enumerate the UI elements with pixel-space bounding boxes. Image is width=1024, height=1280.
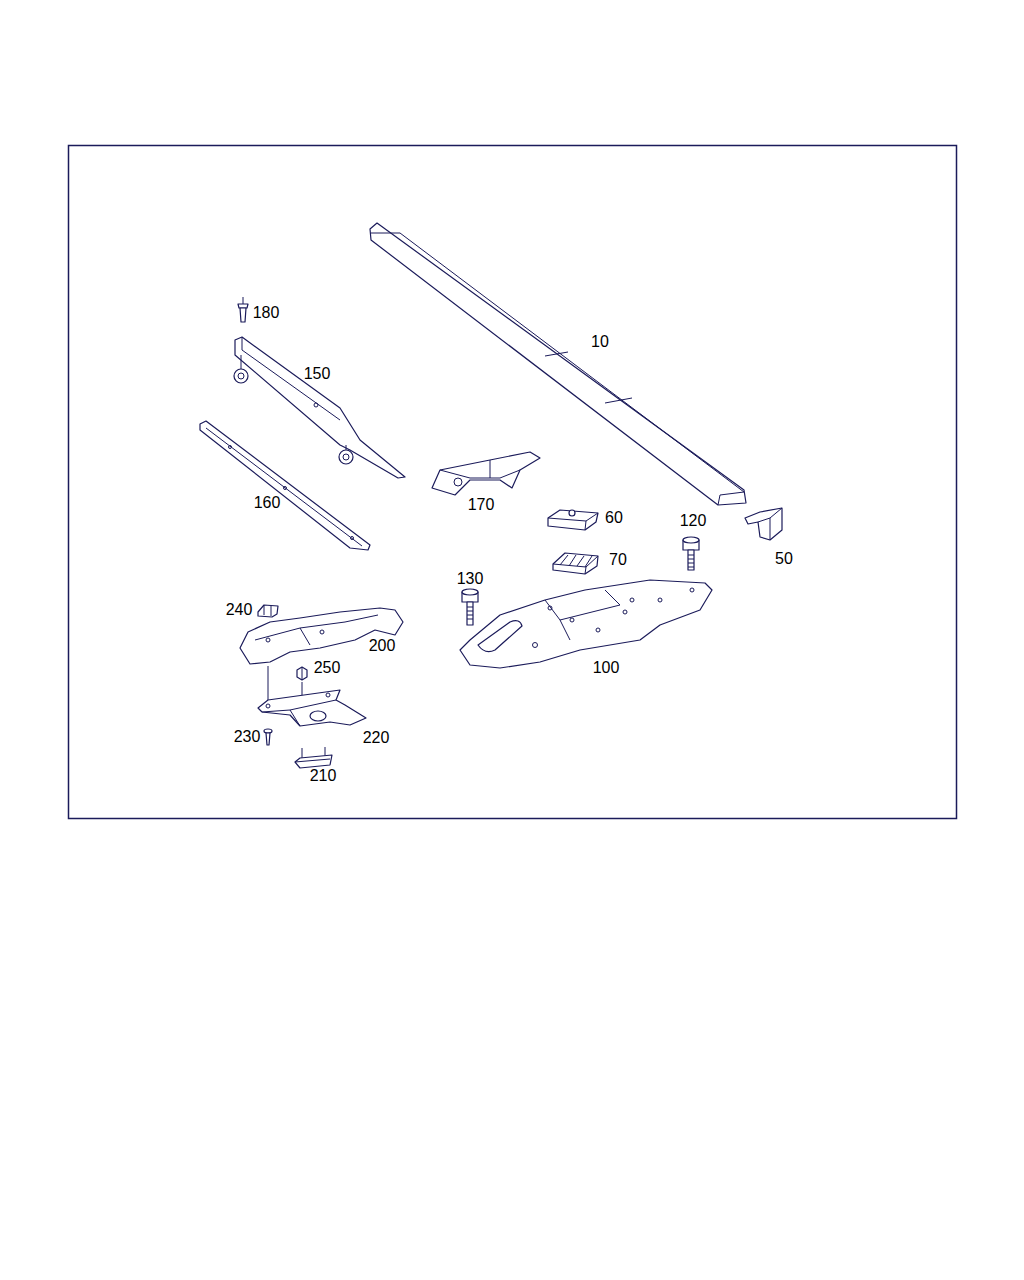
pad-lower [553, 553, 598, 574]
callout-number: 210 [309, 767, 338, 785]
bolt [683, 537, 699, 570]
callout-number: 120 [679, 512, 708, 530]
callout-number: 160 [253, 494, 282, 512]
long-bar [370, 223, 746, 505]
callout-number: 200 [368, 637, 397, 655]
clip [258, 605, 278, 617]
support-bracket [258, 690, 366, 726]
end-clip [745, 508, 782, 540]
callout-number: 220 [362, 729, 391, 747]
base-plate [460, 580, 712, 668]
upper-bracket [234, 337, 405, 478]
nut [297, 667, 307, 680]
callout-number: 70 [608, 551, 628, 569]
callout-number: 240 [225, 601, 254, 619]
callout-number: 250 [313, 659, 342, 677]
callout-number: 170 [467, 496, 496, 514]
callout-number: 230 [233, 728, 262, 746]
callout-number: 130 [456, 570, 485, 588]
callout-number: 50 [774, 550, 794, 568]
screw [264, 729, 272, 745]
callout-number: 100 [592, 659, 621, 677]
stud-plate [295, 747, 332, 768]
callout-number: 60 [604, 509, 624, 527]
rivet [238, 297, 248, 322]
strip [200, 421, 370, 550]
pad-upper [548, 510, 598, 530]
callout-number: 150 [303, 365, 332, 383]
callout-number: 180 [252, 304, 281, 322]
mount-bracket [432, 452, 540, 495]
callout-number: 10 [590, 333, 610, 351]
frame [69, 146, 957, 819]
bolt [462, 589, 478, 625]
